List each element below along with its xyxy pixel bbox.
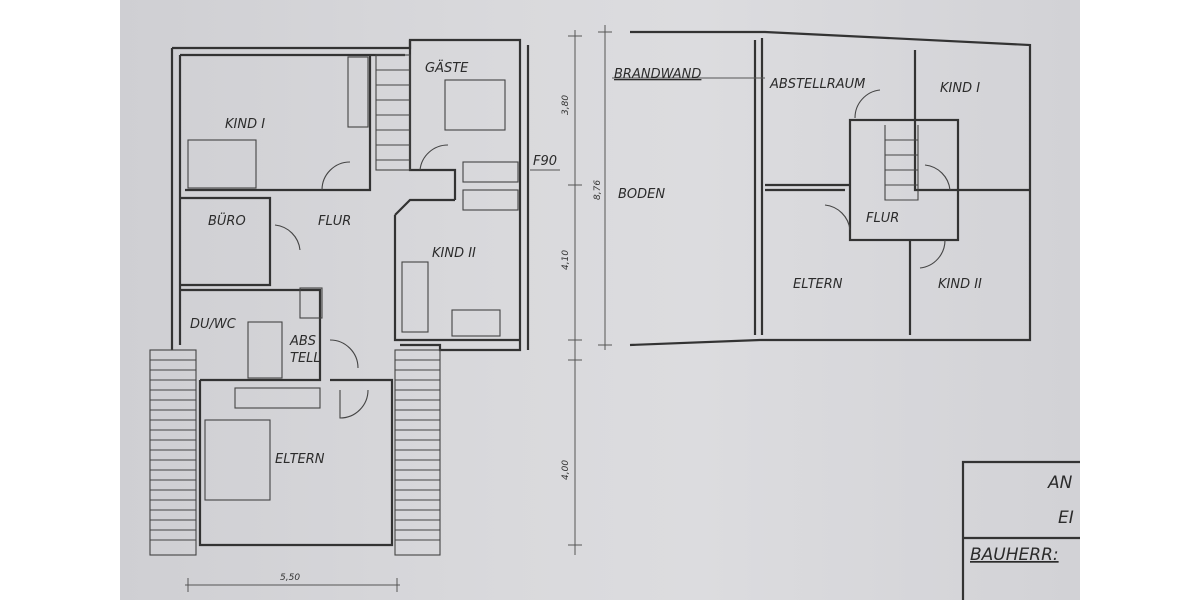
room-label-abstellraum: ABSTELLRAUM — [769, 77, 865, 92]
paper-sheet — [120, 0, 1080, 600]
room-label-du-wc: DU/WC — [190, 317, 237, 332]
room-label-gaeste: GÄSTE — [425, 60, 469, 76]
title-line-1: AN — [1047, 473, 1073, 493]
room-label-abstell-1: ABS — [289, 334, 316, 349]
annotation-f90: F90 — [533, 154, 557, 169]
room-label-flur: FLUR — [318, 214, 351, 229]
dimension-right-3: 4,00 — [561, 460, 571, 480]
room-label-upper-kind-2: KIND II — [938, 277, 982, 292]
room-label-eltern: ELTERN — [275, 452, 325, 467]
title-block — [961, 460, 1080, 600]
dimension-width: 5,50 — [280, 573, 300, 583]
room-label-upper-flur: FLUR — [866, 211, 899, 226]
room-label-upper-eltern: ELTERN — [793, 277, 843, 292]
title-line-2: EI — [1058, 508, 1074, 528]
room-label-kind-1: KIND I — [225, 117, 265, 132]
room-label-kind-2: KIND II — [432, 246, 476, 261]
annotation-brandwand: BRANDWAND — [614, 67, 701, 82]
dimension-upper-height: 8,76 — [593, 180, 603, 200]
room-label-boden: BODEN — [618, 187, 665, 202]
ground-floor-walls — [149, 30, 582, 592]
upper-floor-walls — [598, 25, 1032, 350]
room-label-upper-kind-1: KIND I — [940, 81, 980, 96]
dimension-right-1: 3,80 — [561, 95, 571, 115]
room-label-buero: BÜRO — [208, 212, 246, 229]
dimension-right-2: 4,10 — [561, 250, 571, 270]
owner-label: BAUHERR: — [970, 545, 1059, 565]
room-label-abstell-2: TELL — [290, 351, 321, 366]
